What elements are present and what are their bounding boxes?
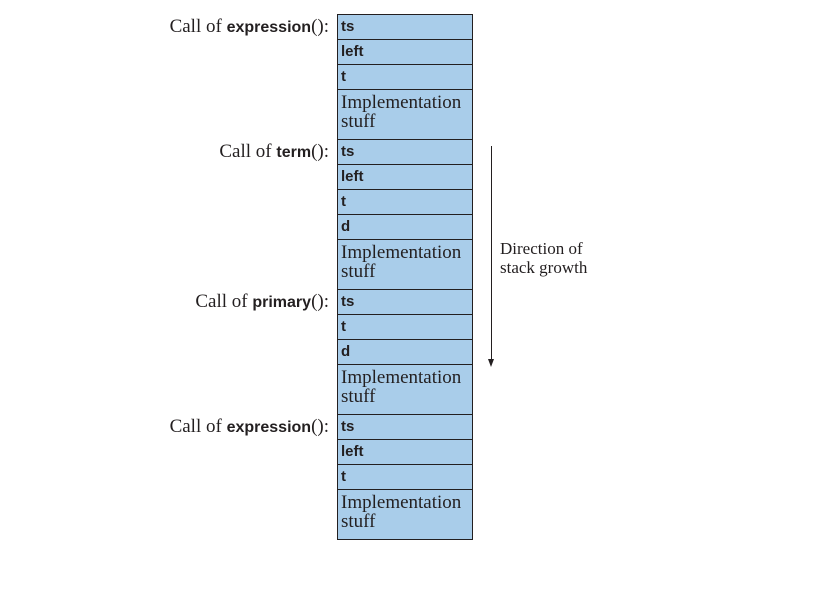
function-name: term	[276, 144, 312, 161]
variable-cell: ts	[338, 415, 472, 440]
growth-arrow-head	[488, 359, 494, 367]
call-prefix: Call of	[195, 291, 253, 312]
growth-label-line1: Direction of	[500, 239, 583, 258]
variable-cell: t	[338, 315, 472, 340]
implementation-line2: stuff	[341, 111, 376, 132]
call-prefix: Call of	[219, 141, 277, 162]
frame-call-label: Call of expression():	[170, 414, 329, 439]
growth-label: Direction of stack growth	[500, 239, 620, 277]
variable-cell: d	[338, 215, 472, 240]
implementation-line1: Implementation	[341, 492, 462, 513]
variable-cell: left	[338, 440, 472, 465]
function-name: expression	[226, 19, 312, 36]
growth-label-line2: stack growth	[500, 258, 588, 277]
call-suffix: ():	[311, 416, 329, 437]
call-suffix: ():	[311, 16, 329, 37]
function-name: expression	[226, 419, 312, 436]
implementation-line2: stuff	[341, 511, 376, 532]
variable-cell: left	[338, 165, 472, 190]
implementation-line2: stuff	[341, 261, 376, 282]
variable-cell: t	[338, 65, 472, 90]
implementation-line1: Implementation	[341, 242, 462, 263]
call-suffix: ():	[311, 141, 329, 162]
frame-call-label: Call of primary():	[195, 289, 329, 314]
variable-cell: ts	[338, 290, 472, 315]
variable-cell: t	[338, 190, 472, 215]
variable-cell: t	[338, 465, 472, 490]
call-prefix: Call of	[169, 416, 227, 437]
variable-cell: ts	[338, 15, 472, 40]
call-suffix: ():	[311, 291, 329, 312]
implementation-line1: Implementation	[341, 367, 462, 388]
implementation-line1: Implementation	[341, 92, 462, 113]
call-prefix: Call of	[169, 16, 227, 37]
frame-call-label: Call of term():	[219, 139, 329, 164]
implementation-line2: stuff	[341, 386, 376, 407]
variable-cell: left	[338, 40, 472, 65]
frame-call-label: Call of expression():	[170, 14, 329, 39]
variable-cell: d	[338, 340, 472, 365]
function-name: primary	[252, 294, 312, 311]
growth-arrow-line	[491, 146, 492, 360]
variable-cell: ts	[338, 140, 472, 165]
